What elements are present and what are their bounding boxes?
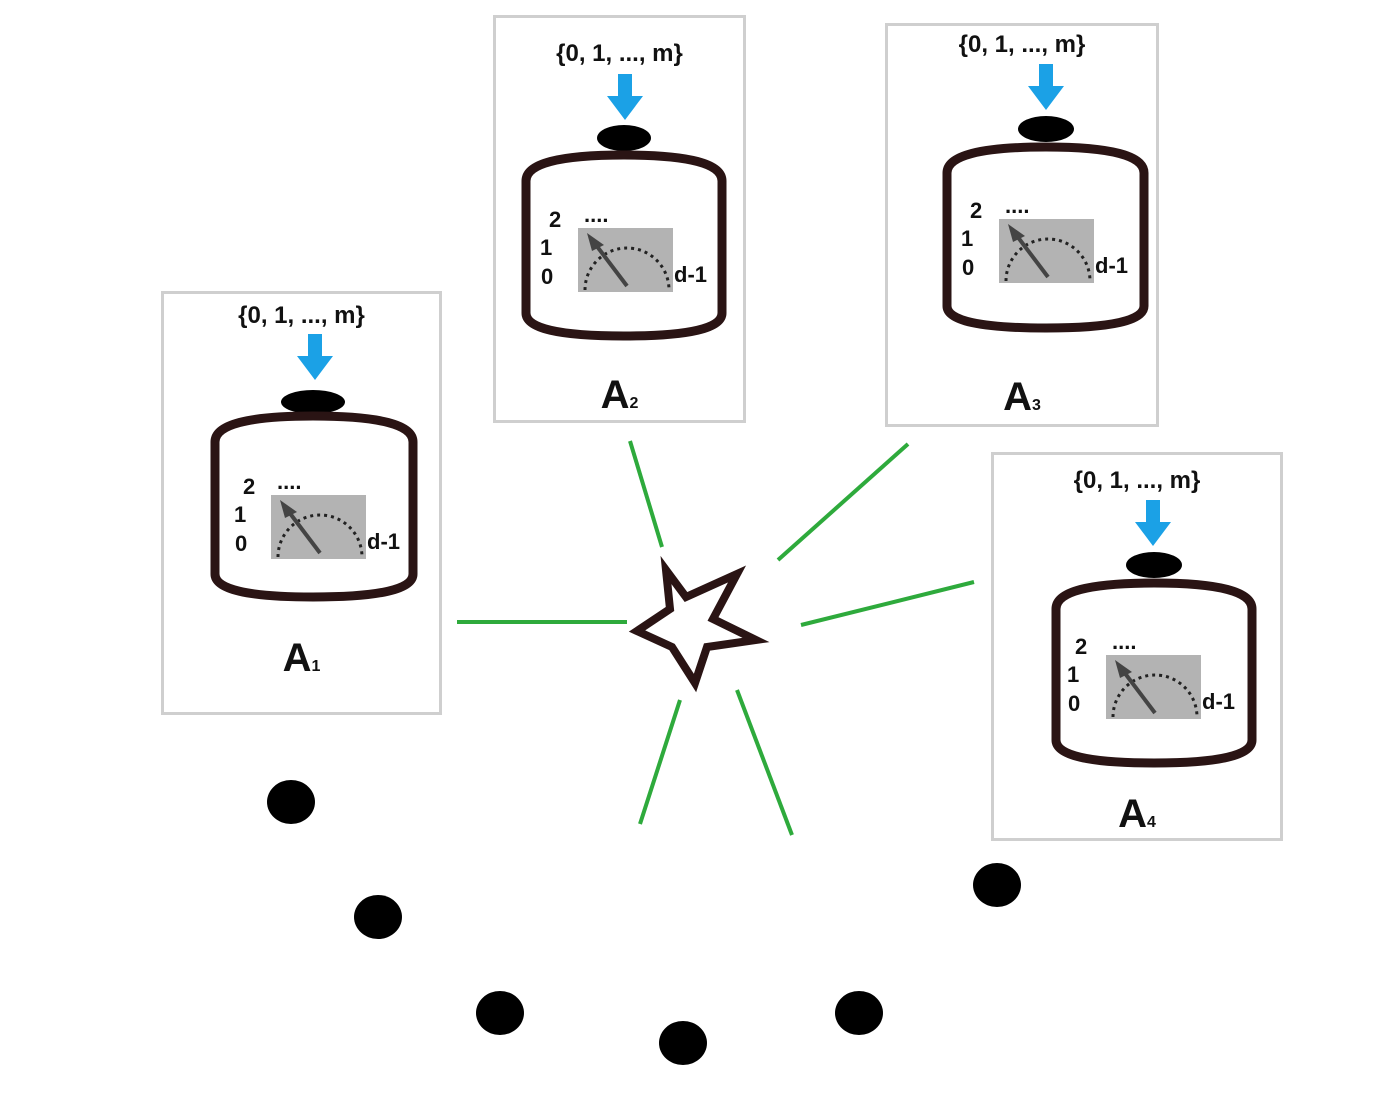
input-knob <box>1018 116 1074 142</box>
tick-label: 2 <box>549 207 562 232</box>
dot-icon <box>476 991 524 1035</box>
input-set-label: {0, 1, ..., m} <box>1073 467 1201 494</box>
meter-scale <box>276 513 364 558</box>
last-outcome-label: d-1 <box>674 262 707 287</box>
last-outcome-label: d-1 <box>1095 253 1128 278</box>
link-to-A3 <box>776 442 910 562</box>
measurement-device <box>942 64 1149 333</box>
arrow-down-icon <box>1028 64 1064 110</box>
dot-icon <box>659 1021 707 1065</box>
tick-label: 2 <box>243 474 256 499</box>
link-to-A4 <box>800 580 975 627</box>
device-name: A4 <box>1118 792 1156 836</box>
meter-scale <box>583 246 671 291</box>
last-outcome-label: d-1 <box>367 529 400 554</box>
dot-icon <box>973 863 1021 907</box>
measurement-device <box>521 74 727 341</box>
device-panel-A2: {0, 1, ..., m} 2 1 0 .... d-1 A2 <box>493 15 746 423</box>
meter-scale <box>1004 237 1092 282</box>
device-name: A1 <box>282 636 321 680</box>
tick-label: 2 <box>1075 634 1088 659</box>
last-outcome-label: d-1 <box>1202 689 1235 714</box>
tick-label: 1 <box>961 226 974 251</box>
tick-label: 0 <box>962 255 975 280</box>
link-lower-right <box>735 689 794 836</box>
tick-label: 0 <box>1068 691 1081 716</box>
meter-scale <box>1111 673 1199 718</box>
dot-icon <box>354 895 402 939</box>
input-knob <box>1126 552 1182 578</box>
tick-label: 1 <box>540 235 553 260</box>
meter-needle <box>587 233 629 288</box>
arrow-down-icon <box>1135 500 1171 546</box>
device-name: A3 <box>1003 375 1041 419</box>
meter-needle <box>1115 660 1157 715</box>
ellipsis-label: .... <box>1005 193 1030 218</box>
dot-icon <box>267 780 315 824</box>
ellipsis-label: .... <box>584 202 609 227</box>
dot-icon <box>835 991 883 1035</box>
input-knob <box>281 390 345 414</box>
measurement-device <box>1051 500 1257 768</box>
meter-needle <box>280 500 322 555</box>
ellipsis-label: .... <box>277 469 302 494</box>
link-to-A2 <box>628 440 664 548</box>
tick-label: 0 <box>541 264 554 289</box>
input-set-label: {0, 1, ..., m} <box>556 40 683 67</box>
device-name: A2 <box>600 373 639 417</box>
tick-label: 1 <box>234 502 247 527</box>
device-panel-A1: {0, 1, ..., m} 2 1 0 .... d-1 A1 <box>161 291 442 715</box>
arrow-down-icon <box>297 334 333 380</box>
link-lower-left <box>638 699 682 825</box>
ellipsis-label: .... <box>1112 629 1137 654</box>
tick-label: 0 <box>235 531 248 556</box>
source-star-icon <box>628 555 770 693</box>
tick-label: 2 <box>970 198 983 223</box>
input-knob <box>597 125 651 151</box>
input-set-label: {0, 1, ..., m} <box>958 31 1086 58</box>
device-panel-A4: {0, 1, ..., m} 2 1 0 .... d-1 A4 <box>991 452 1283 841</box>
device-panel-A3: {0, 1, ..., m} 2 1 0 .... d-1 A3 <box>885 23 1159 427</box>
meter-needle <box>1008 224 1050 279</box>
arrow-down-icon <box>607 74 643 120</box>
tick-label: 1 <box>1067 662 1080 687</box>
input-set-label: {0, 1, ..., m} <box>238 302 365 329</box>
measurement-device <box>210 334 418 602</box>
